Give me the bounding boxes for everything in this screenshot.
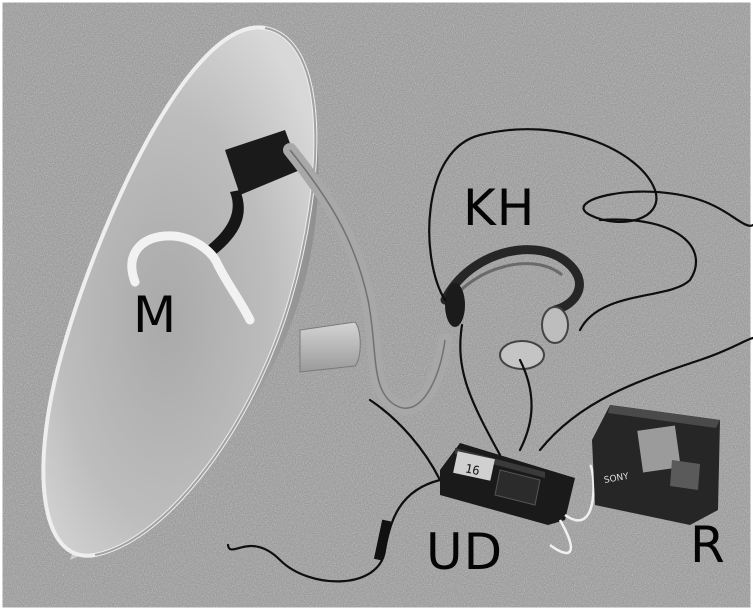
ud-keypad	[494, 469, 541, 506]
label-ud: UD	[426, 523, 504, 581]
mount-strap	[225, 130, 300, 195]
cable-headphone-down	[459, 323, 502, 457]
label-kh: KH	[463, 179, 536, 237]
ud-device: 16	[440, 443, 575, 525]
recorder-buttons	[670, 460, 700, 490]
lower-earcup	[499, 340, 545, 370]
label-m: M	[133, 286, 178, 344]
recorder-device: SONY	[592, 405, 720, 525]
cable-headphone-to-ud	[518, 358, 533, 452]
cable-left-loop	[226, 478, 442, 583]
headband	[440, 245, 584, 315]
cable-left-from-dish	[368, 398, 442, 482]
ribbon-cable-edge	[289, 149, 446, 409]
cable-loop-right	[578, 218, 697, 332]
recorder-top-edge	[608, 405, 720, 428]
ud-display-digits: 16	[464, 461, 481, 478]
cables	[226, 128, 753, 583]
cable-loop-top	[428, 128, 753, 302]
left-earcup	[445, 283, 465, 327]
ud-display	[453, 451, 495, 481]
right-earcup	[541, 306, 569, 344]
mount-bracket	[205, 190, 244, 255]
microphone-hook	[127, 231, 255, 325]
parabolic-dish	[41, 25, 452, 561]
label-r: R	[690, 516, 726, 574]
mounting-tube	[299, 321, 361, 373]
cable-plug	[373, 519, 392, 561]
recorder-brand: SONY	[603, 472, 630, 486]
dish-rim-shadow	[94, 27, 317, 556]
cable-to-recorder	[538, 336, 753, 452]
white-cable	[549, 464, 595, 555]
headphones	[440, 245, 584, 370]
recorder-display	[637, 425, 681, 473]
